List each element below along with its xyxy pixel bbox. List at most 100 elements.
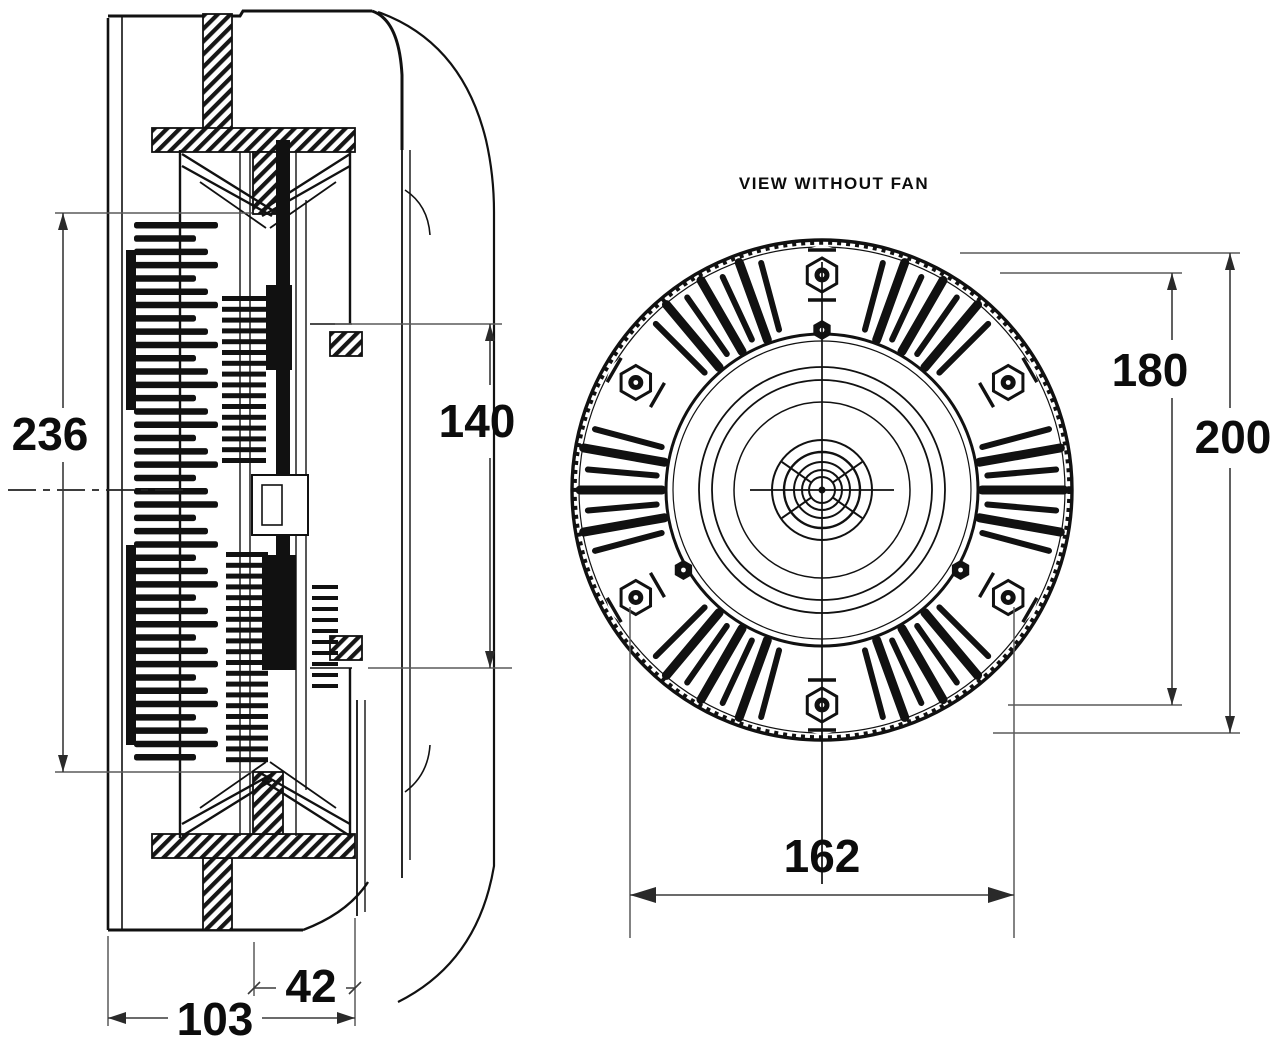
cooling-fin xyxy=(134,660,218,668)
disc-stripe xyxy=(222,447,266,453)
fan-blade-section-top xyxy=(202,13,233,131)
dimension-180-label: 180 xyxy=(1112,344,1189,396)
disc-stripe xyxy=(222,393,266,399)
ring-fin xyxy=(652,320,708,376)
cooling-fin xyxy=(134,634,196,641)
bearing-inner xyxy=(261,484,283,526)
v-struts-top xyxy=(181,152,351,218)
view-without-fan-label: VIEW WITHOUT FAN xyxy=(739,174,929,193)
cooling-fin xyxy=(134,381,218,389)
dimension-236: 236 xyxy=(12,212,252,773)
disc-stripe xyxy=(222,328,266,334)
cooling-fin xyxy=(134,421,218,428)
v-struts-bottom-inner xyxy=(199,761,337,809)
ring-fin xyxy=(861,260,886,333)
disc-stripe xyxy=(312,585,338,589)
cooling-fin xyxy=(134,222,218,229)
cooling-fin xyxy=(134,368,208,375)
disc-stripe xyxy=(222,414,266,420)
disc-stripe xyxy=(226,562,268,568)
ring-fin xyxy=(889,274,925,343)
disc-stripe xyxy=(226,670,268,676)
cooling-fin xyxy=(134,567,208,575)
disc-stripe xyxy=(226,757,268,763)
ring-fin xyxy=(592,529,665,554)
dimension-162-label: 162 xyxy=(784,830,861,882)
clutch-disc-stacks xyxy=(222,296,338,763)
ring-fin xyxy=(684,294,730,358)
dimension-140-label: 140 xyxy=(439,395,516,447)
dimension-140: 140 xyxy=(335,323,516,669)
disc-stripe xyxy=(222,360,266,366)
disc-stripe xyxy=(226,595,268,601)
cooling-fin xyxy=(134,514,196,522)
disc-stripe xyxy=(226,638,268,644)
hub-fillet-bottom xyxy=(404,744,431,793)
disc-stripe xyxy=(222,296,266,301)
disc-stripe xyxy=(226,703,268,709)
ring-fin xyxy=(579,443,669,467)
cooling-fin xyxy=(134,394,196,402)
bracket-outline xyxy=(310,10,496,1003)
cooling-fin xyxy=(134,235,196,242)
bolt-bracket xyxy=(1021,357,1039,383)
cooling-fin xyxy=(134,355,196,362)
disc-stripe xyxy=(312,673,338,677)
dimension-42-label: 42 xyxy=(285,960,336,1012)
ring-fin xyxy=(872,258,910,345)
cooling-fin xyxy=(134,288,208,295)
cooling-fin xyxy=(134,448,208,455)
cooling-fin xyxy=(134,554,196,561)
disc-stripe xyxy=(312,596,338,600)
bolt-bracket xyxy=(605,357,623,383)
ring-fin xyxy=(758,260,783,333)
housing-flange-bottom xyxy=(151,833,356,859)
ring-fin xyxy=(914,294,960,358)
fan-top-edge xyxy=(108,9,372,18)
dimension-236-label: 236 xyxy=(12,408,89,460)
cooling-fin xyxy=(134,341,218,349)
ring-fin xyxy=(889,637,925,706)
ring-fin xyxy=(592,426,665,451)
cooling-fin xyxy=(134,687,208,694)
nut-section-top xyxy=(329,331,363,357)
hub-spokes xyxy=(781,461,863,519)
dimension-42: 42 xyxy=(247,942,362,1012)
bolt-head-center xyxy=(1005,380,1011,385)
cooling-fin xyxy=(134,527,208,535)
disc-stripe xyxy=(222,371,266,377)
hub-spoke xyxy=(781,496,812,519)
bolt-head-center xyxy=(1005,595,1011,600)
side-section-view xyxy=(8,9,496,1003)
hub-spoke xyxy=(832,461,863,484)
bracket-outer-curve xyxy=(377,10,496,1003)
cooling-fin xyxy=(134,621,218,628)
disc-stripe xyxy=(226,552,268,557)
ring-fin xyxy=(920,608,983,680)
disc-stripe xyxy=(222,317,266,323)
face-pin-center xyxy=(681,567,686,573)
hub-fillet-top xyxy=(404,189,431,236)
disc-stripe xyxy=(226,660,268,665)
v-struts-bottom xyxy=(181,772,351,838)
disc-stripe xyxy=(222,425,266,431)
hub-block-upper xyxy=(266,285,292,370)
disc-stripe xyxy=(222,458,266,463)
cooling-fin xyxy=(134,594,196,601)
disc-stripe xyxy=(226,714,268,719)
cooling-fin-stack xyxy=(134,222,218,761)
ring-fin xyxy=(652,604,708,660)
disc-stripe xyxy=(226,746,268,752)
ring-fin xyxy=(936,320,992,376)
ring-fin xyxy=(914,622,960,686)
cooling-fin xyxy=(134,248,208,256)
disc-stripe xyxy=(222,306,266,312)
housing-flange-top xyxy=(151,127,356,153)
cooling-fin xyxy=(134,674,196,681)
disc-stripe xyxy=(222,436,266,442)
ring-fin xyxy=(936,604,992,660)
hub-spoke xyxy=(832,496,863,519)
ring-fin xyxy=(897,624,948,705)
disc-stripe xyxy=(226,627,268,633)
